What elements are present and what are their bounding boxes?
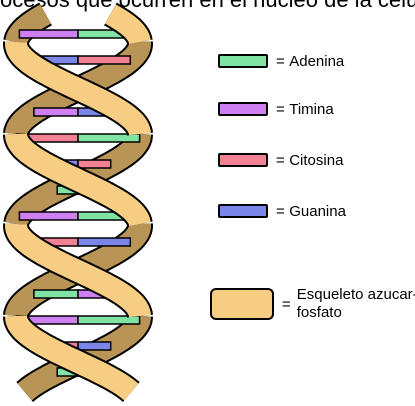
- legend-item-guanina: = Guanina: [218, 202, 346, 220]
- legend-item-timina: = Timina: [218, 100, 334, 118]
- base-right-guanina: [78, 342, 111, 350]
- base-left-timina: [19, 212, 78, 220]
- base-left-timina: [19, 30, 78, 38]
- base-right-adenina: [78, 134, 140, 142]
- equals-sign: =: [276, 152, 285, 169]
- base-left-timina: [34, 108, 78, 116]
- guanina-swatch: [218, 204, 268, 218]
- legend-item-citosina: = Citosina: [218, 151, 343, 169]
- legend-item-backbone: = Esqueleto azucar-fosfato: [210, 286, 415, 322]
- legend-label-citosina: Citosina: [289, 152, 343, 169]
- legend-label-guanina: Guanina: [289, 203, 346, 220]
- timina-swatch: [218, 102, 268, 116]
- base-right-guanina: [78, 238, 130, 246]
- legend-label-adenina: Adenina: [289, 53, 344, 70]
- dna-helix-illustration: [0, 0, 200, 406]
- backbone-swatch: [210, 288, 274, 320]
- base-right-citosina: [78, 56, 130, 64]
- adenina-swatch: [218, 54, 268, 68]
- equals-sign: =: [282, 296, 291, 313]
- legend-item-adenina: = Adenina: [218, 52, 344, 70]
- base-right-adenina: [78, 316, 140, 324]
- equals-sign: =: [276, 101, 285, 118]
- equals-sign: =: [276, 203, 285, 220]
- base-left-adenina: [34, 290, 78, 298]
- citosina-swatch: [218, 153, 268, 167]
- legend-label-timina: Timina: [289, 101, 333, 118]
- base-right-citosina: [78, 160, 111, 168]
- legend-label-backbone: Esqueleto azucar-fosfato: [297, 286, 415, 322]
- equals-sign: =: [276, 53, 285, 70]
